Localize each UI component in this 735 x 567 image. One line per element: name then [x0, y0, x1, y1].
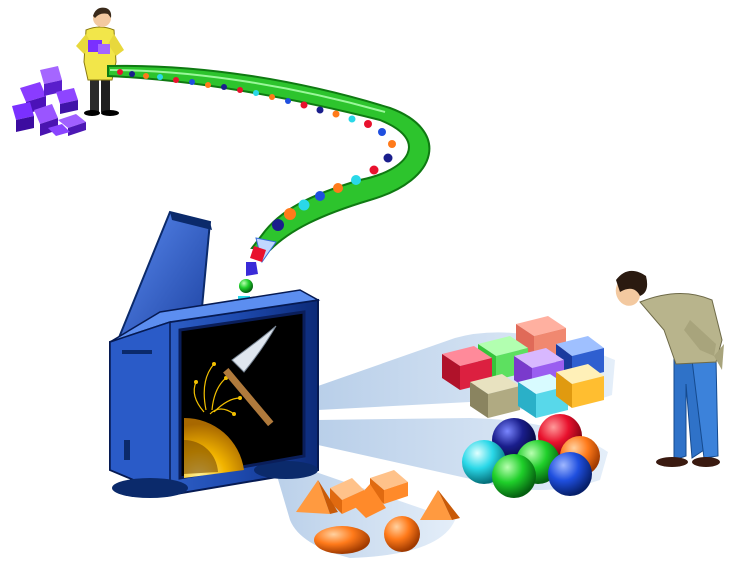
raw-purple-blocks [12, 66, 86, 136]
worker-top-left [76, 8, 124, 116]
yellow-cube [556, 364, 604, 408]
man-bending-right [612, 271, 724, 467]
colored-cubes-output [442, 316, 604, 418]
conveyor-items [117, 69, 396, 231]
green-conveyor-tube [108, 66, 429, 262]
